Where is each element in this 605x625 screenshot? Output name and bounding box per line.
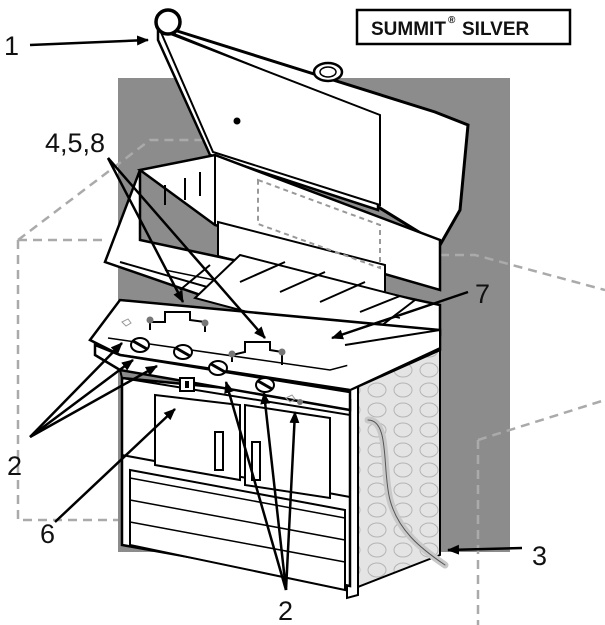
knob-1 bbox=[130, 337, 150, 353]
enclosure-outline bbox=[16, 138, 605, 625]
cooking-area bbox=[103, 169, 442, 347]
knob-3 bbox=[208, 360, 228, 376]
arrow-6 bbox=[54, 408, 176, 523]
arrow-2-bottom-c bbox=[284, 411, 300, 591]
callout-7: 7 bbox=[475, 279, 490, 309]
knob-markings bbox=[121, 318, 296, 403]
arrow-2-left-b bbox=[29, 358, 134, 439]
badge-model: SILVER bbox=[462, 19, 529, 40]
control-panel bbox=[88, 298, 442, 417]
valve-dots bbox=[146, 316, 303, 405]
arrow-2-bottom-a bbox=[224, 381, 288, 591]
callout-6: 6 bbox=[40, 519, 55, 549]
badge-brand: SUMMIT bbox=[371, 19, 446, 40]
model-badge: SUMMIT ® SILVER bbox=[355, 8, 572, 46]
callout-3: 3 bbox=[532, 541, 547, 571]
arrow-1 bbox=[29, 35, 149, 47]
arrow-458-a bbox=[106, 157, 185, 303]
callout-arrows bbox=[29, 35, 523, 591]
knob-2 bbox=[173, 344, 193, 360]
door-handle-right bbox=[251, 441, 261, 481]
door-handle-left bbox=[214, 431, 224, 471]
arrow-458-b bbox=[107, 157, 266, 339]
grill-lid bbox=[154, 8, 470, 248]
arrow-2-left-a bbox=[29, 342, 123, 438]
arrow-2-left-c bbox=[29, 364, 158, 439]
callout-4-5-8: 4,5,8 bbox=[45, 128, 105, 158]
arrow-7 bbox=[331, 290, 469, 340]
callout-labels: 1 4,5,8 7 2 6 3 2 bbox=[4, 31, 547, 625]
knob-4 bbox=[255, 377, 275, 393]
callout-2-left: 2 bbox=[7, 451, 22, 481]
lid-handle-end bbox=[154, 8, 182, 36]
callout-2-bottom: 2 bbox=[278, 596, 293, 625]
arrow-3 bbox=[447, 544, 523, 555]
ignition-button bbox=[179, 377, 195, 392]
arrow-2-bottom-b bbox=[260, 392, 288, 591]
burner-knobs bbox=[130, 337, 275, 393]
callout-1: 1 bbox=[4, 31, 19, 61]
badge-registered: ® bbox=[448, 15, 456, 26]
